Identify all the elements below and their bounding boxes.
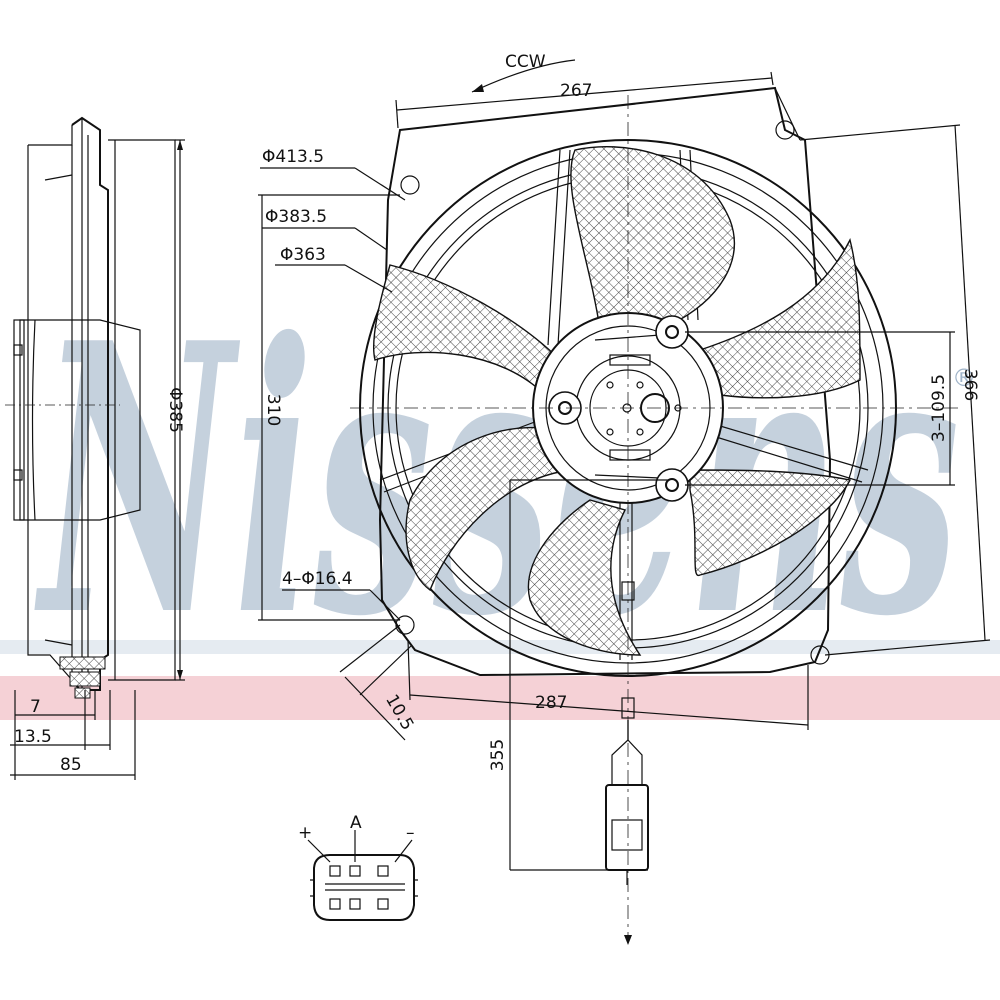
side-height-label: 310: [263, 394, 283, 426]
total-height-label: 366: [960, 369, 980, 401]
fan-blade-bottom: [527, 499, 642, 656]
watermark-stripe: [0, 676, 1000, 720]
ring-mid-diameter-label: Φ383.5: [265, 207, 327, 227]
pin-minus-label: –: [406, 823, 415, 843]
cable-length-label: 355: [488, 739, 508, 771]
fan-blade-left: [372, 264, 561, 397]
pin-plus-label: +: [298, 823, 312, 843]
ring-inner-diameter-label: Φ363: [280, 245, 326, 265]
shroud-width-bottom-label: 287: [535, 693, 567, 713]
side-depth-7-label: 7: [30, 697, 41, 717]
rotation-label: CCW: [505, 52, 546, 72]
fan-blade-right: [699, 237, 861, 399]
watermark-registered-mark: ®: [952, 364, 976, 392]
hub-bolts-label: 3–109.5: [929, 374, 949, 442]
connector-pinout: + A –: [298, 813, 418, 921]
shroud-width-top-label: 267: [560, 81, 592, 101]
rotation-indicator: CCW: [471, 52, 576, 93]
side-depth-85-label: 85: [60, 755, 82, 775]
mount-holes-label: 4–Φ16.4: [282, 569, 353, 589]
pin-center-label: A: [350, 813, 362, 833]
side-depth-13-label: 13.5: [14, 727, 52, 747]
fan-blade-bottom-right: [689, 469, 852, 576]
side-view: Φ385 7 13.5 85: [5, 116, 185, 780]
fan-blade-top: [570, 146, 735, 331]
front-view: CCW 267 Φ413.5 Φ383.5 Φ363 310 4–Φ16.4 3…: [258, 52, 991, 945]
ring-outer-diameter-label: Φ413.5: [262, 147, 324, 167]
fan-blade-bottom-left: [405, 426, 571, 592]
watermark-stripe-light: [0, 640, 1000, 654]
fan-blades: [372, 146, 861, 656]
side-diameter-label: Φ385: [165, 387, 185, 433]
